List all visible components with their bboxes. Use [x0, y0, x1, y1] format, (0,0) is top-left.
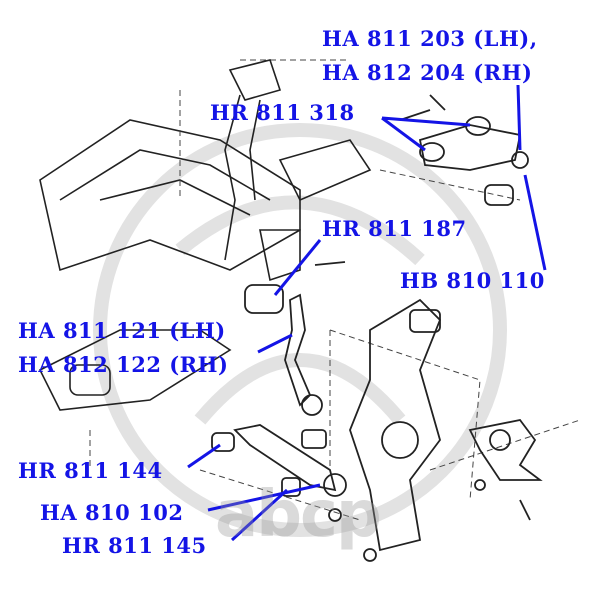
subframe	[38, 119, 301, 411]
leader-front-bushing	[187, 443, 221, 469]
label-ball-joint: HB 810 110	[400, 268, 545, 293]
label-upper-arm-rh: HA 812 204 (RH)	[322, 60, 533, 85]
label-lower-arm-bushing-rear: HR 811 145	[62, 533, 207, 558]
label-compression-rod-bushing: HR 811 187	[322, 216, 467, 241]
leader-rear-bushing	[230, 488, 289, 542]
leader-compression-rod	[257, 333, 293, 354]
leader-upper-bushing	[381, 116, 471, 152]
label-lower-arm: HA 810 102	[40, 500, 184, 525]
label-upper-arm-lh: HA 811 203 (LH),	[322, 26, 538, 51]
upper-control-arm	[399, 94, 529, 206]
label-upper-arm-bushing: HR 811 318	[210, 100, 355, 125]
ball-joint-part	[468, 419, 543, 521]
label-compression-rod-lh: HA 811 121 (LH)	[18, 318, 226, 343]
leader-rod-bushing	[273, 239, 322, 296]
leader-upper-arm	[516, 84, 522, 151]
compression-rod	[244, 261, 346, 449]
watermark: abcp	[215, 478, 382, 552]
upper-bracket	[224, 59, 372, 261]
steering-knuckle	[349, 298, 442, 562]
leader-ball-joint	[523, 174, 547, 271]
lower-control-arm	[211, 424, 347, 522]
leader-lower-arm	[207, 483, 321, 512]
leader-lines	[187, 84, 547, 542]
label-lower-arm-bushing-front: HR 811 144	[18, 458, 163, 483]
label-compression-rod-rh: HA 812 122 (RH)	[18, 352, 229, 377]
